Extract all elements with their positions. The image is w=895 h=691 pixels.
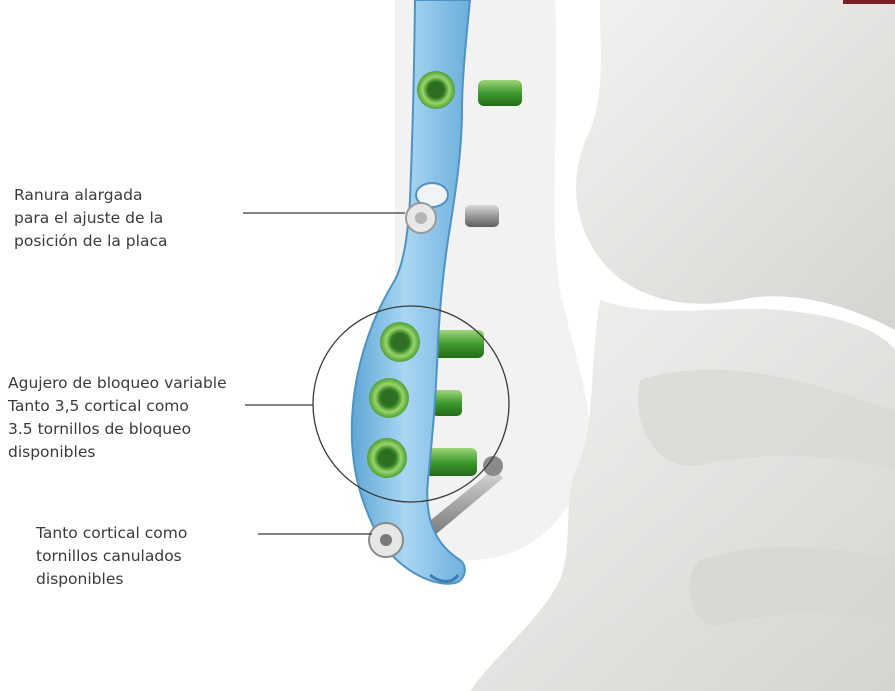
callout-line: disponibles (8, 441, 227, 464)
callout-line: Tanto 3,5 cortical como (8, 395, 227, 418)
callout-elongated-slot: Ranura alargada para el ajuste de la pos… (14, 184, 167, 253)
callout-line: tornillos canulados (36, 545, 187, 568)
callout-line: 3.5 tornillos de bloqueo (8, 418, 227, 441)
callout-line: posición de la placa (14, 230, 167, 253)
callout-line: disponibles (36, 568, 187, 591)
callout-line: Agujero de bloqueo variable (8, 372, 227, 395)
callout-line: Tanto cortical como (36, 522, 187, 545)
callout-variable-locking-holes: Agujero de bloqueo variable Tanto 3,5 co… (8, 372, 227, 464)
callout-line: para el ajuste de la (14, 207, 167, 230)
corner-mark (843, 0, 895, 4)
callout-line: Ranura alargada (14, 184, 167, 207)
callout-cannulated-screws: Tanto cortical como tornillos canulados … (36, 522, 187, 591)
